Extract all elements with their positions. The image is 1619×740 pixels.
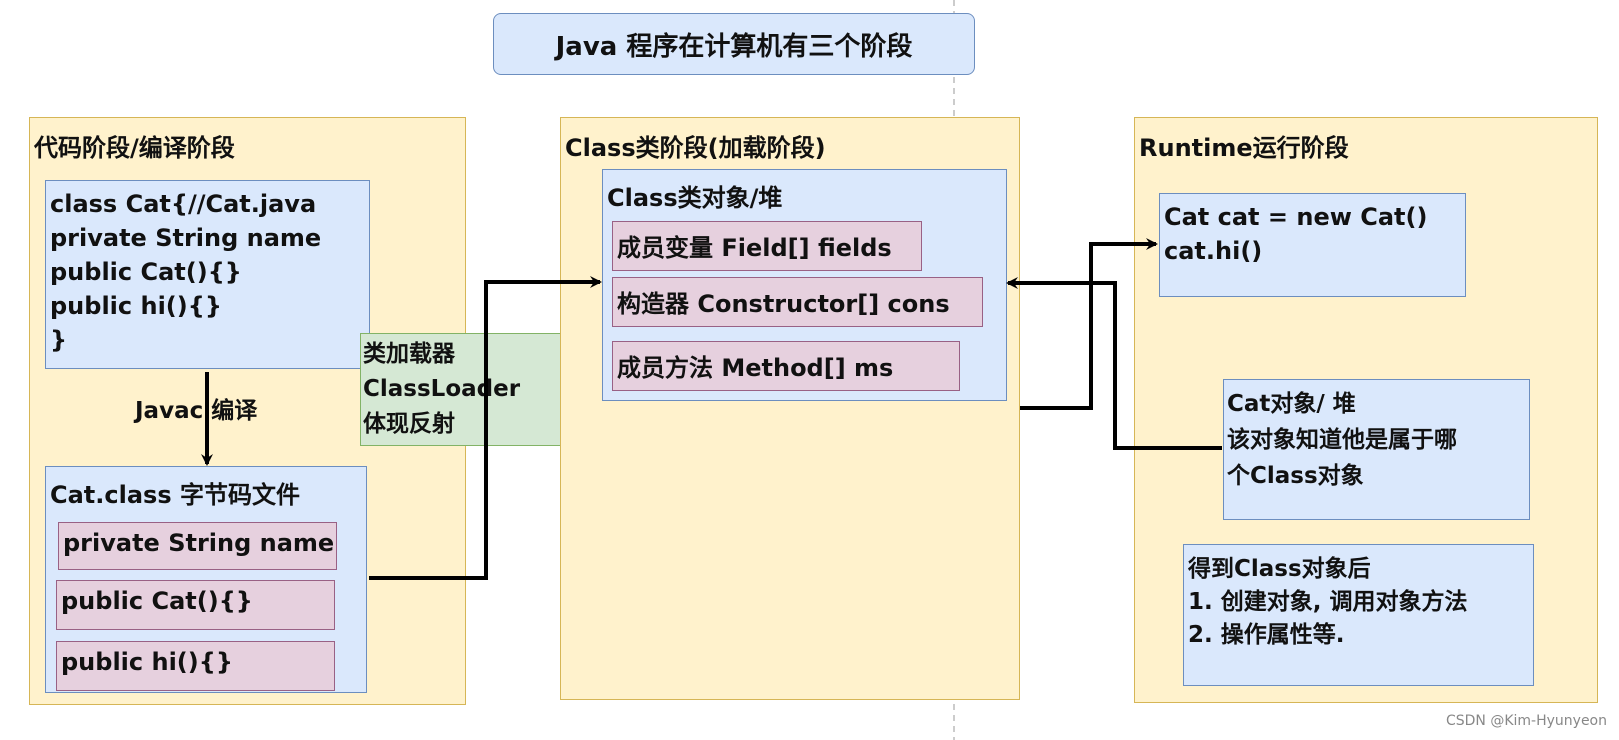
diagram-title: Java 程序在计算机有三个阶段 — [493, 13, 975, 75]
source-line: private String name — [50, 224, 322, 252]
source-line: } — [50, 326, 68, 354]
credit-watermark: CSDN @Kim-Hyunyeon — [1445, 713, 1607, 729]
cat-object-line: Cat对象/ 堆 — [1227, 391, 1356, 417]
after-line: 得到Class对象后 — [1188, 556, 1371, 582]
after-line: 1. 创建对象, 调用对象方法 — [1188, 589, 1468, 615]
class-object-title: Class类对象/堆 — [607, 184, 783, 212]
load-arrow — [369, 276, 602, 580]
compile-label: Javac 编译 — [135, 398, 258, 424]
instantiate-arrow — [1020, 238, 1158, 410]
after-class-object-box: 得到Class对象后 1. 创建对象, 调用对象方法 2. 操作属性等. — [1183, 544, 1534, 686]
classloader-line: 类加载器 — [363, 341, 455, 367]
source-code-box: class Cat{//Cat.java private String name… — [45, 180, 370, 369]
runtime-stage-title: Runtime运行阶段 — [1139, 134, 1349, 162]
code-stage-title: 代码阶段/编译阶段 — [34, 134, 235, 162]
field-member: 成员变量 Field[] fields — [612, 221, 922, 271]
runtime-code-line: Cat cat = new Cat() — [1164, 203, 1428, 231]
source-line: class Cat{//Cat.java — [50, 190, 317, 218]
runtime-code-box: Cat cat = new Cat() cat.hi() — [1159, 193, 1466, 297]
bytecode-constructor-item: public Cat(){} — [56, 580, 335, 630]
classloader-line: ClassLoader — [363, 376, 521, 402]
cat-object-box: Cat对象/ 堆 该对象知道他是属于哪 个Class对象 — [1223, 379, 1530, 520]
reflect-back-arrow — [1006, 277, 1222, 450]
bytecode-method-item: public hi(){} — [56, 641, 335, 691]
bytecode-title: Cat.class 字节码文件 — [50, 481, 300, 509]
bytecode-field-item: private String name — [58, 522, 337, 570]
method-member: 成员方法 Method[] ms — [612, 341, 960, 391]
class-stage-title: Class类阶段(加载阶段) — [565, 134, 826, 162]
classloader-line: 体现反射 — [363, 411, 455, 437]
cat-object-line: 该对象知道他是属于哪 — [1227, 427, 1457, 453]
runtime-code-line: cat.hi() — [1164, 237, 1263, 265]
source-line: public hi(){} — [50, 292, 222, 320]
after-line: 2. 操作属性等. — [1188, 622, 1345, 648]
cat-object-line: 个Class对象 — [1227, 463, 1364, 489]
classloader-box: 类加载器 ClassLoader 体现反射 — [360, 333, 571, 446]
constructor-member: 构造器 Constructor[] cons — [612, 277, 983, 327]
source-line: public Cat(){} — [50, 258, 242, 286]
